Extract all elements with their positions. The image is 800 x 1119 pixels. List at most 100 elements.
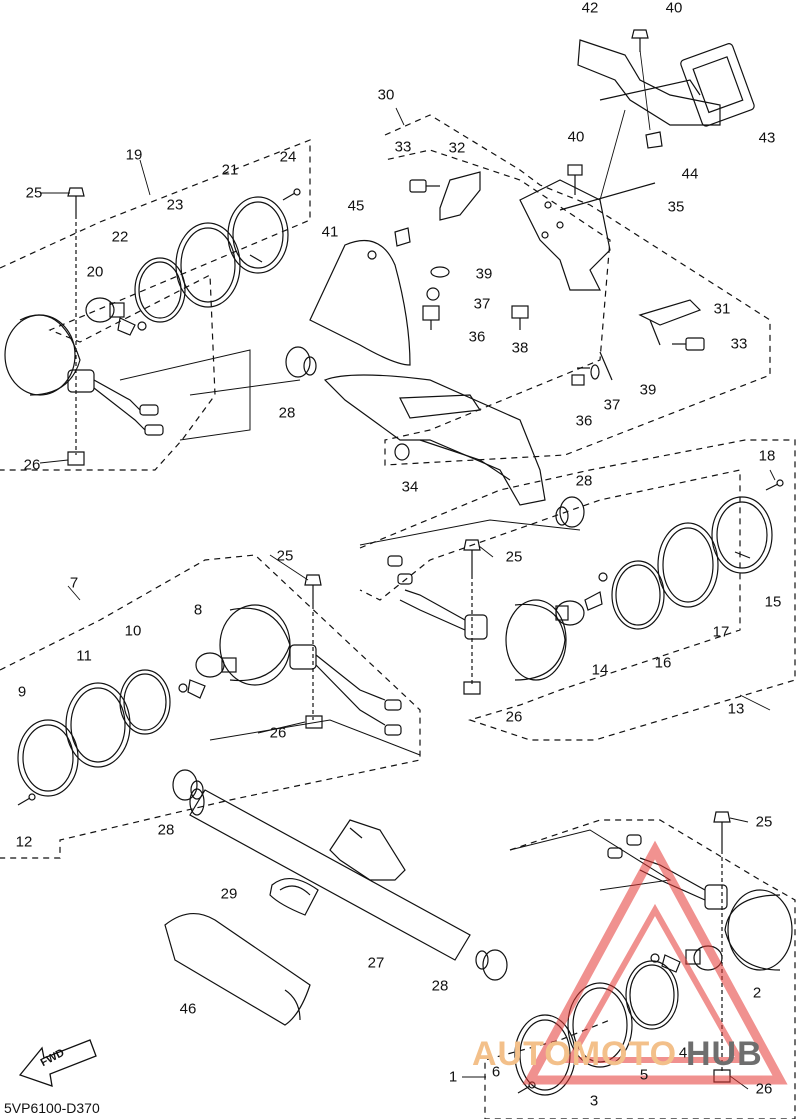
rim-4 xyxy=(625,960,679,1030)
callout-21: 21 xyxy=(221,161,239,179)
nut-26-lower xyxy=(305,715,323,729)
ring-23 xyxy=(175,222,241,308)
group-box-1 xyxy=(484,819,796,1119)
turn-signal-13-lens-body xyxy=(387,555,567,681)
callout-16: 16 xyxy=(654,654,672,672)
callout-38: 38 xyxy=(511,339,529,357)
callout-40-top: 40 xyxy=(665,0,683,17)
bolt-33-right xyxy=(672,337,705,351)
socket-clip-left xyxy=(117,317,147,336)
callout-37-right: 37 xyxy=(603,396,621,414)
group-box-13 xyxy=(359,439,796,741)
screw-18 xyxy=(765,479,784,491)
hardware-36-37-39-right xyxy=(571,351,613,386)
tube-27 xyxy=(189,788,471,961)
grommet-28-mid xyxy=(555,496,585,528)
wire-frame-boxes xyxy=(119,349,672,891)
callout-7: 7 xyxy=(69,574,79,592)
callout-43: 43 xyxy=(758,129,776,147)
bulb-20 xyxy=(85,297,125,323)
callout-33: 33 xyxy=(394,138,412,156)
nut-45 xyxy=(394,227,411,247)
callout-4: 4 xyxy=(678,1044,688,1062)
diagram-code: 5VP6100-D370 xyxy=(4,1100,100,1116)
grommet-28-lower-left xyxy=(172,769,204,801)
flap-41 xyxy=(309,239,411,366)
callout-35: 35 xyxy=(667,198,685,216)
socket-clip-lower-right xyxy=(650,953,681,973)
bolt-40-center xyxy=(567,164,583,195)
ring-15 xyxy=(711,496,773,574)
watermark-text-secondary: HUB xyxy=(686,1035,763,1073)
nut-44 xyxy=(645,131,663,149)
washer-39-left xyxy=(430,266,450,278)
rim-22 xyxy=(134,257,186,323)
ring-17 xyxy=(657,522,719,608)
callout-24: 24 xyxy=(279,148,297,166)
callout-40: 40 xyxy=(567,128,585,146)
callout-5: 5 xyxy=(639,1066,649,1084)
washer-37-left xyxy=(426,287,440,301)
callout-34: 34 xyxy=(401,478,419,496)
rim-10 xyxy=(119,669,171,735)
bolt-25-lower xyxy=(304,574,322,720)
cover-46 xyxy=(164,913,311,1026)
callout-8: 8 xyxy=(193,601,203,619)
group-box-7 xyxy=(0,554,421,859)
callout-25: 25 xyxy=(25,184,43,202)
bolt-33-left xyxy=(409,179,440,193)
turn-signal-19-lens-body xyxy=(4,314,164,436)
callout-42: 42 xyxy=(581,0,599,17)
callout-26-lower: 26 xyxy=(269,724,287,742)
ring-21 xyxy=(227,196,289,274)
screw-24 xyxy=(282,188,301,201)
callout-11: 11 xyxy=(76,647,92,665)
callout-18: 18 xyxy=(758,447,776,465)
callout-29: 29 xyxy=(220,885,238,903)
watermark-logo xyxy=(522,840,788,1085)
socket-clip-right xyxy=(584,572,608,611)
callout-41: 41 xyxy=(321,223,339,241)
callout-32: 32 xyxy=(448,139,466,157)
callout-46: 46 xyxy=(179,1000,197,1018)
callout-37: 37 xyxy=(473,295,491,313)
bracket-32 xyxy=(439,171,481,221)
callout-36: 36 xyxy=(468,328,486,346)
light-43 xyxy=(680,43,755,127)
callout-28-mid: 28 xyxy=(575,472,593,490)
bulb-8 xyxy=(195,652,237,678)
callout-12: 12 xyxy=(15,833,33,851)
callout-10: 10 xyxy=(124,622,142,640)
callout-3: 3 xyxy=(589,1092,599,1110)
callout-15: 15 xyxy=(764,593,782,611)
nut-26-mid xyxy=(463,681,481,695)
callout-25-mid: 25 xyxy=(505,548,523,566)
callout-9: 9 xyxy=(17,683,27,701)
bolt-25-lower-right xyxy=(713,811,731,1072)
stay-31 xyxy=(638,299,702,346)
callout-6: 6 xyxy=(491,1063,501,1081)
callout-36-right: 36 xyxy=(575,412,593,430)
callout-25-lower-right: 25 xyxy=(755,813,773,831)
callout-39-right: 39 xyxy=(639,381,657,399)
callout-25-lower: 25 xyxy=(276,547,294,565)
rim-16 xyxy=(611,560,665,630)
callout-26: 26 xyxy=(23,456,41,474)
callout-31: 31 xyxy=(713,300,731,318)
ring-11 xyxy=(65,682,131,768)
callout-20: 20 xyxy=(86,263,104,281)
callout-13: 13 xyxy=(727,700,745,718)
group-box-30 xyxy=(384,114,771,466)
callout-28-lower-left: 28 xyxy=(157,821,175,839)
callout-45: 45 xyxy=(347,197,365,215)
callout-22: 22 xyxy=(111,228,129,246)
callout-39: 39 xyxy=(475,265,493,283)
grommet-28-lower-right xyxy=(475,949,508,981)
turn-signal-7-lens-body xyxy=(219,604,402,736)
callout-27: 27 xyxy=(367,954,385,972)
callout-19: 19 xyxy=(125,146,143,164)
callout-14: 14 xyxy=(591,661,609,679)
bracket-35 xyxy=(519,179,656,291)
grommet-34 xyxy=(394,443,410,461)
lens-9 xyxy=(17,719,79,797)
